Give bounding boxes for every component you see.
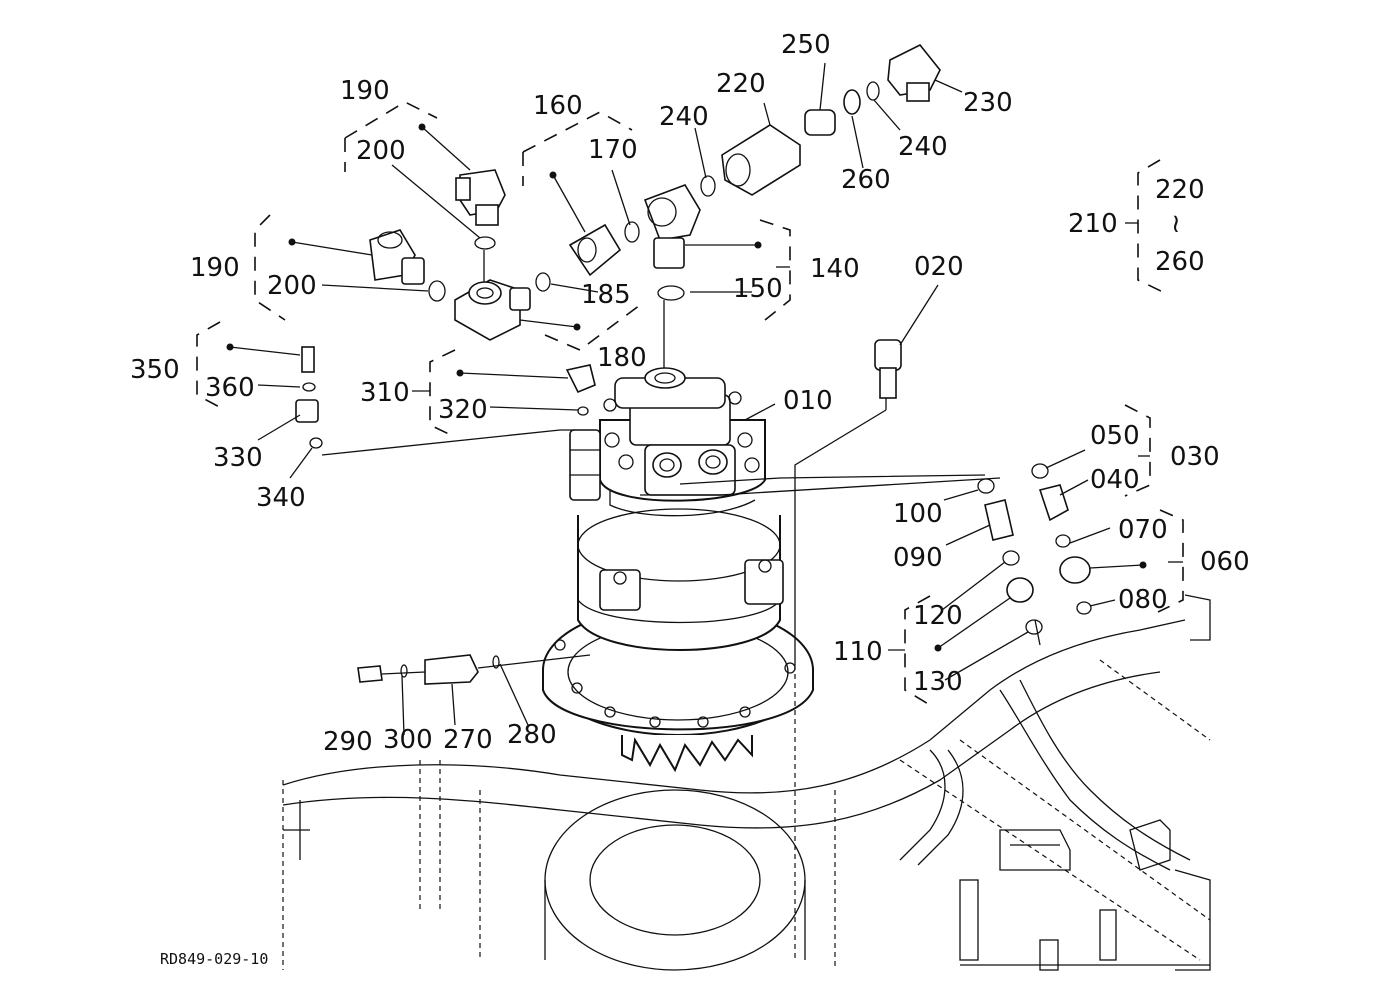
label-170: 170 <box>588 135 638 165</box>
label-330: 330 <box>213 443 263 473</box>
label-120: 120 <box>913 601 963 631</box>
label-185: 185 <box>581 280 631 310</box>
label-200-top: 200 <box>356 136 406 166</box>
label-270: 270 <box>443 725 493 755</box>
label-260: 260 <box>841 165 891 195</box>
label-290: 290 <box>323 727 373 757</box>
label-040: 040 <box>1090 465 1140 495</box>
label-130: 130 <box>913 667 963 697</box>
label-280: 280 <box>507 720 557 750</box>
part-labels: 190 200 160 170 240 220 250 230 240 260 … <box>130 30 1250 968</box>
label-350: 350 <box>130 355 180 385</box>
label-180: 180 <box>597 343 647 373</box>
label-190-top: 190 <box>340 76 390 106</box>
label-240-right: 240 <box>898 132 948 162</box>
range-symbol: ≀ <box>1171 209 1181 239</box>
label-250: 250 <box>781 30 831 60</box>
label-160: 160 <box>533 91 583 121</box>
label-240-left: 240 <box>659 102 709 132</box>
label-320: 320 <box>438 395 488 425</box>
label-020: 020 <box>914 252 964 282</box>
callout-dots <box>226 123 1147 652</box>
label-190-left: 190 <box>190 253 240 283</box>
label-090: 090 <box>893 543 943 573</box>
drawing-code: RD849-029-10 <box>160 950 268 968</box>
label-300: 300 <box>383 725 433 755</box>
frame-outline <box>282 594 1211 971</box>
label-230: 230 <box>963 88 1013 118</box>
label-210-range-start: 220 <box>1155 175 1205 205</box>
label-080: 080 <box>1118 585 1168 615</box>
label-200-left: 200 <box>267 271 317 301</box>
label-030: 030 <box>1170 442 1220 472</box>
label-210: 210 <box>1068 209 1118 239</box>
label-110: 110 <box>833 637 883 667</box>
label-340: 340 <box>256 483 306 513</box>
label-070: 070 <box>1118 515 1168 545</box>
label-310: 310 <box>360 378 410 408</box>
group-brackets <box>196 101 1184 706</box>
swing-motor-assembly <box>542 367 814 773</box>
label-210-range-end: 260 <box>1155 247 1205 277</box>
label-150: 150 <box>733 274 783 304</box>
fittings <box>295 43 1092 685</box>
leader-lines <box>229 62 1183 960</box>
label-360: 360 <box>205 373 255 403</box>
label-140: 140 <box>810 254 860 284</box>
label-050: 050 <box>1090 421 1140 451</box>
label-220: 220 <box>716 69 766 99</box>
label-010: 010 <box>783 386 833 416</box>
label-100: 100 <box>893 499 943 529</box>
label-060: 060 <box>1200 547 1250 577</box>
